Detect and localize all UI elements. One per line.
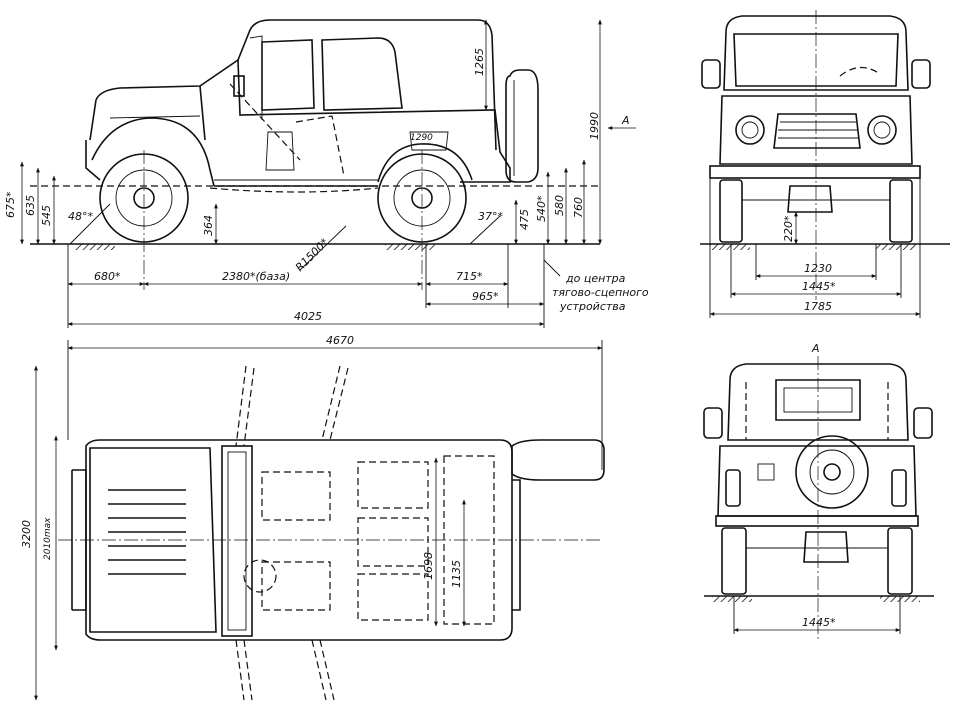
- dim-h580: 580: [553, 195, 566, 216]
- front-view: 220* 1230 1445* 1785: [700, 10, 950, 318]
- dim-door-marker: 1290: [410, 133, 433, 143]
- dim-rear-seat: 1135: [450, 560, 463, 588]
- hitch-note-line1: до центра: [565, 272, 626, 285]
- dim-h545: 545: [40, 205, 53, 226]
- dim-roof-height: 1265: [473, 48, 486, 76]
- dim-angle-front: 48°*: [68, 210, 93, 223]
- dim-wheelbase: 2380*(база): [222, 270, 290, 283]
- dim-h675: 675*: [4, 191, 17, 218]
- dim-width: 1785: [804, 300, 832, 313]
- rear-view-marker: A: [811, 342, 820, 355]
- dim-height-total: 1990: [588, 112, 601, 140]
- dim-radius: R1500*: [293, 235, 332, 274]
- dim-front-overhang: 680*: [94, 270, 121, 283]
- dim-overall-length: 4025: [294, 310, 322, 323]
- rear-view: A 1445*: [703, 342, 934, 640]
- hitch-note-line3: устройства: [559, 300, 626, 313]
- dim-overall-length-open: 4670: [326, 334, 354, 347]
- dim-seat-width: 1698: [422, 552, 435, 580]
- dim-angle-rear: 37°*: [478, 210, 503, 223]
- dim-width-open: 3200: [20, 520, 33, 548]
- top-view: 4670 3200 2010max: [20, 334, 605, 701]
- view-arrow-a: A: [621, 114, 630, 127]
- dim-h540: 540*: [535, 195, 548, 222]
- dim-h635: 635: [24, 195, 37, 216]
- dim-track-inner: 1230: [804, 262, 832, 275]
- hitch-note-line2: тягово-сцепного: [552, 286, 649, 299]
- side-view: 675* 635 545 48°* 37°* 364 R1500* 475 54…: [4, 19, 649, 328]
- dim-width-max: 2010max: [43, 517, 53, 560]
- dim-track: 1445*: [802, 280, 836, 293]
- dim-clearance: 220*: [782, 215, 795, 242]
- dim-h760: 760: [572, 197, 585, 218]
- dim-h475: 475: [518, 209, 531, 230]
- dim-h364: 364: [202, 215, 215, 236]
- dim-hitch-length: 965*: [472, 290, 499, 303]
- dim-rear-overhang: 715*: [456, 270, 483, 283]
- dim-rear-track: 1445*: [802, 616, 836, 629]
